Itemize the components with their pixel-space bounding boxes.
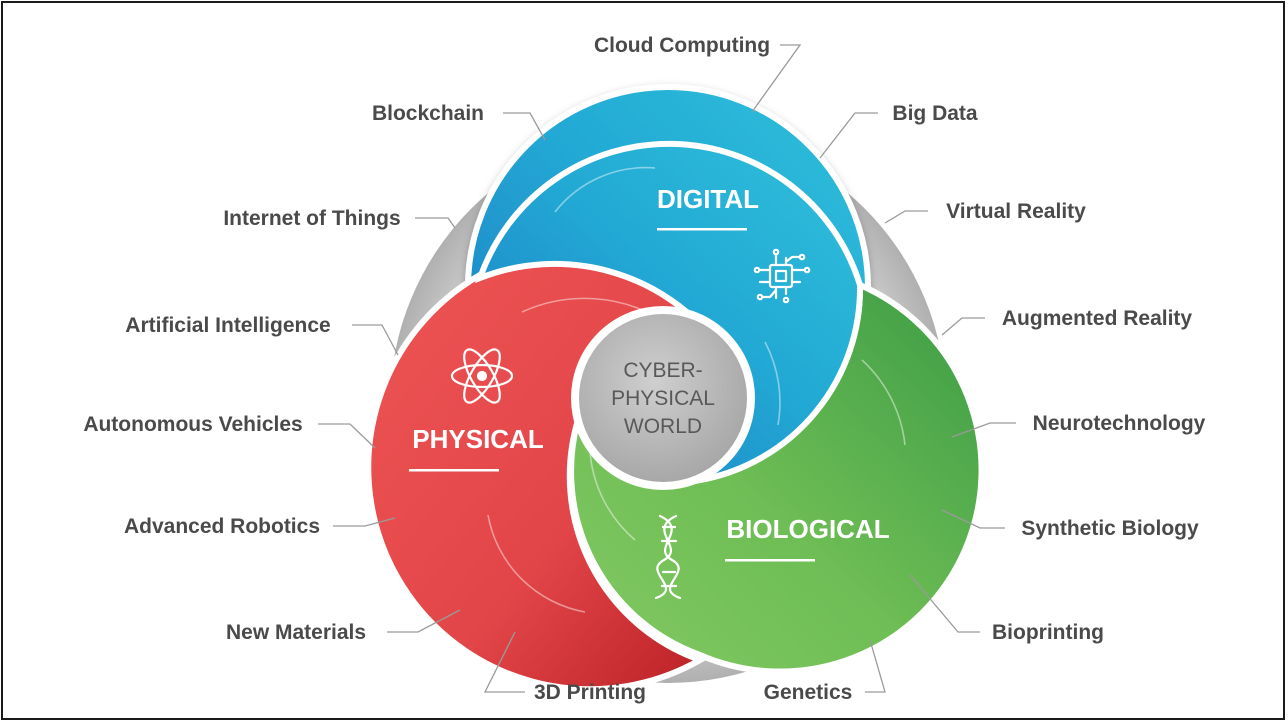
- physical-underline: [409, 469, 499, 472]
- digital-body: [475, 140, 864, 485]
- digital-label: DIGITAL: [657, 184, 759, 214]
- label-cloud-computing: Cloud Computing: [594, 34, 770, 57]
- label-autonomous-vehicles: Autonomous Vehicles: [83, 413, 302, 436]
- digital-arc-decor: [554, 166, 656, 213]
- center-circle: [571, 306, 755, 490]
- center-label-line2: PHYSICAL: [611, 387, 715, 410]
- leader-virtual-reality: [884, 210, 928, 224]
- physical-label: PHYSICAL: [412, 424, 544, 454]
- leader-3d-printing: [483, 631, 525, 693]
- label-neurotechnology: Neurotechnology: [1033, 412, 1206, 435]
- leader-blockchain: [503, 112, 546, 141]
- center-label-line3: WORLD: [624, 415, 702, 438]
- biological-arc-decor-right: [861, 359, 906, 446]
- leader-advanced-robotics: [333, 517, 396, 527]
- biological-arc-decor-left: [589, 451, 636, 541]
- leader-autonomous-vehicles: [318, 423, 376, 449]
- dna-icon: [654, 514, 682, 600]
- leader-cloud-computing: [751, 44, 802, 113]
- leader-synthetic-biology: [941, 509, 1005, 529]
- leader-new-materials: [387, 609, 461, 633]
- biological-underline: [725, 559, 815, 562]
- label-3d-printing: 3D Printing: [534, 681, 646, 704]
- leader-lines: [318, 44, 1016, 693]
- physical-arc-decor-bottom: [487, 514, 586, 613]
- label-big-data: Big Data: [892, 102, 978, 125]
- leader-artificial-intelligence: [352, 324, 399, 356]
- leader-neurotechnology: [951, 422, 1016, 438]
- atom-icon: [450, 348, 514, 404]
- label-new-materials: New Materials: [226, 621, 366, 644]
- leader-augmented-reality: [941, 317, 985, 336]
- label-virtual-reality: Virtual Reality: [946, 200, 1086, 223]
- digital-arc-decor-inner: [764, 341, 781, 426]
- label-synthetic-biology: Synthetic Biology: [1021, 517, 1199, 540]
- label-blockchain: Blockchain: [372, 102, 484, 125]
- leader-internet-of-things: [415, 217, 456, 229]
- label-bioprinting: Bioprinting: [992, 621, 1104, 644]
- digital-underline: [657, 228, 747, 231]
- leader-genetics: [865, 639, 886, 693]
- leader-bioprinting: [909, 574, 980, 633]
- label-advanced-robotics: Advanced Robotics: [124, 515, 320, 538]
- label-internet-of-things: Internet of Things: [223, 207, 400, 230]
- label-augmented-reality: Augmented Reality: [1002, 307, 1193, 330]
- label-artificial-intelligence: Artificial Intelligence: [125, 314, 330, 337]
- biological-label: BIOLOGICAL: [726, 514, 889, 544]
- leader-big-data: [819, 112, 878, 159]
- label-genetics: Genetics: [764, 681, 853, 704]
- center-label-line1: CYBER-: [623, 359, 702, 382]
- circuit-chip-icon: [753, 248, 811, 304]
